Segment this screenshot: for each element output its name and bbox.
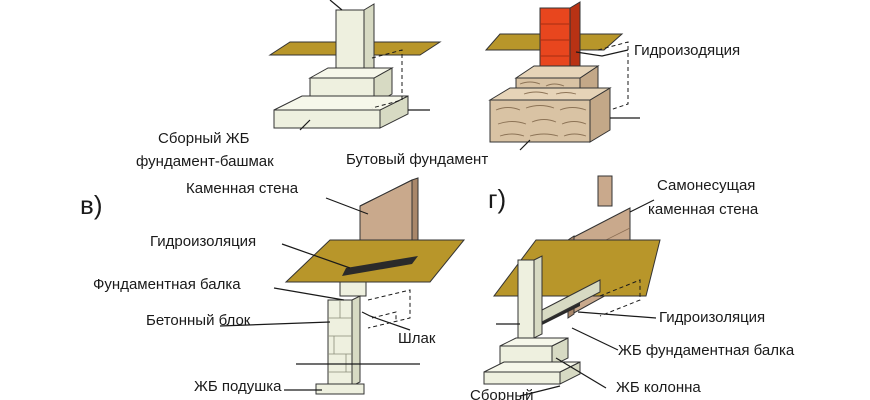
label-waterproofing-g: Гидроизоляция xyxy=(659,309,765,326)
diagram-g xyxy=(483,175,661,397)
foundation-beam xyxy=(339,281,367,297)
rubble-lower xyxy=(489,99,591,143)
label-column-g: ЖБ колонна xyxy=(616,379,701,396)
concrete-column xyxy=(517,259,535,339)
label-precast-g: Сборный xyxy=(470,387,534,400)
label-waterproofing-b: Гидроизодяция xyxy=(634,42,740,59)
concrete-pad xyxy=(315,383,365,395)
label-foundation-beam-g: ЖБ фундаментная балка xyxy=(618,342,795,359)
diagram-a xyxy=(268,0,442,131)
diagram-v xyxy=(219,177,466,395)
label-foundation-beam: Фундаментная балка xyxy=(93,276,241,293)
ground-slab xyxy=(284,239,466,283)
label-precast-footing-2: фундамент-башмак xyxy=(136,153,274,170)
footing-base xyxy=(273,109,381,129)
marker-v: в) xyxy=(80,190,102,220)
foundation-beam xyxy=(541,279,601,323)
label-concrete-pad: ЖБ подушка xyxy=(194,378,282,395)
diagram-b xyxy=(484,1,640,151)
label-rubble-foundation: Бутовый фундамент xyxy=(346,151,488,168)
brick-column xyxy=(539,7,571,75)
label-wall-1: Самонесущая xyxy=(657,177,755,194)
label-wall-2: каменная стена xyxy=(648,201,759,218)
label-slag: Шлак xyxy=(398,330,436,347)
label-precast-footing-1: Сборный ЖБ xyxy=(158,130,250,147)
label-concrete-block: Бетонный блок xyxy=(146,312,251,329)
marker-g: г) xyxy=(488,184,506,214)
label-waterproofing-v: Гидроизоляция xyxy=(150,233,256,250)
label-stone-wall: Каменная стена xyxy=(186,180,299,197)
